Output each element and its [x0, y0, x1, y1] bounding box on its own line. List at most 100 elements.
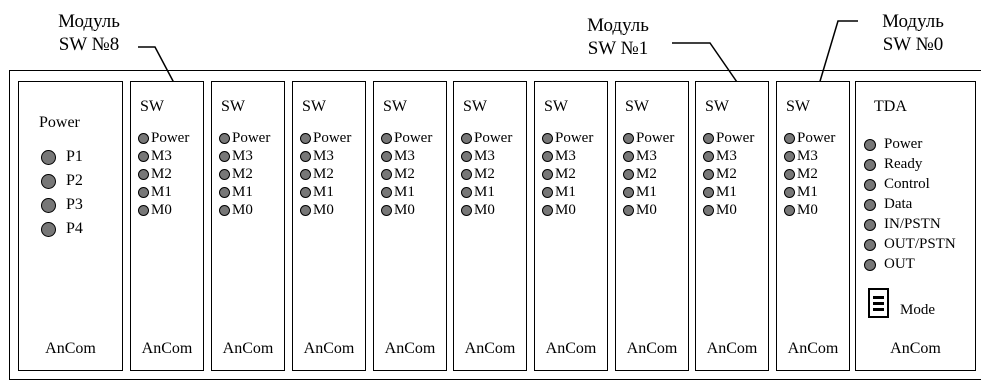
led-icon — [300, 133, 311, 144]
sw-module-brand: AnCom — [141, 340, 193, 357]
led-icon — [623, 133, 634, 144]
led-icon — [864, 238, 876, 251]
led-icon — [864, 158, 876, 171]
mode-switch-stripe-icon — [873, 308, 884, 311]
led-icon — [864, 178, 876, 191]
led-icon — [784, 169, 795, 180]
tda-indicator-in-pstn: IN/PSTN — [864, 216, 941, 233]
sw-module-brand: AnCom — [545, 340, 597, 357]
led-icon — [219, 187, 230, 198]
indicator-label: M0 — [636, 202, 657, 218]
indicator-label: M0 — [394, 202, 415, 218]
indicator-label: M2 — [716, 166, 737, 182]
led-icon — [219, 205, 230, 216]
indicator-label: M0 — [555, 202, 576, 218]
tda-indicator-out: OUT — [864, 256, 915, 273]
indicator-label: Power — [716, 130, 755, 146]
led-icon — [461, 133, 472, 144]
indicator-label: M3 — [394, 148, 415, 164]
power-module-brand: AnCom — [45, 340, 96, 357]
sw-indicator-m1: M1 — [461, 184, 495, 201]
led-icon — [864, 138, 876, 151]
sw-module-brand: AnCom — [384, 340, 436, 357]
mode-switch[interactable] — [868, 288, 889, 318]
led-icon — [138, 205, 149, 216]
led-icon — [864, 218, 876, 231]
indicator-label: M3 — [797, 148, 818, 164]
led-icon — [219, 169, 230, 180]
sw-indicator-m3: M3 — [461, 148, 495, 165]
callout-sw8-line2: SW №8 — [58, 34, 120, 55]
sw-indicator-power: Power — [138, 130, 189, 147]
indicator-label: M3 — [716, 148, 737, 164]
indicator-label: M1 — [313, 184, 334, 200]
sw-indicator-m1: M1 — [381, 184, 415, 201]
indicator-label: Power — [232, 130, 271, 146]
sw-indicator-m3: M3 — [300, 148, 334, 165]
callout-sw1-line2: SW №1 — [587, 38, 649, 59]
sw-indicator-m3: M3 — [542, 148, 576, 165]
indicator-label: M1 — [636, 184, 657, 200]
led-icon — [381, 169, 392, 180]
sw-indicator-power: Power — [623, 130, 674, 147]
led-icon — [41, 173, 56, 189]
indicator-label: M0 — [797, 202, 818, 218]
led-icon — [623, 169, 634, 180]
sw-module-title: SW — [302, 98, 326, 115]
led-icon — [300, 151, 311, 162]
callout-sw0-line2: SW №0 — [882, 34, 944, 55]
sw-indicator-power: Power — [381, 130, 432, 147]
indicator-label: OUT/PSTN — [884, 236, 956, 252]
indicator-label: M3 — [151, 148, 172, 164]
led-icon — [623, 205, 634, 216]
sw-module-brand: AnCom — [706, 340, 758, 357]
mode-switch-stripe-icon — [873, 296, 884, 299]
indicator-label: Power — [313, 130, 352, 146]
led-icon — [542, 187, 553, 198]
sw-indicator-m0: M0 — [784, 202, 818, 219]
indicator-label: M3 — [313, 148, 334, 164]
sw-indicator-m2: M2 — [623, 166, 657, 183]
led-icon — [784, 187, 795, 198]
sw-indicator-m3: M3 — [784, 148, 818, 165]
sw-indicator-power: Power — [703, 130, 754, 147]
sw-indicator-m0: M0 — [219, 202, 253, 219]
indicator-label: Power — [555, 130, 594, 146]
indicator-label: M2 — [313, 166, 334, 182]
led-icon — [623, 187, 634, 198]
callout-sw1-line1: Модуль — [587, 15, 649, 36]
indicator-label: M1 — [474, 184, 495, 200]
power-indicator-p1: P1 — [41, 148, 83, 166]
led-icon — [461, 169, 472, 180]
indicator-label: M0 — [232, 202, 253, 218]
indicator-label: OUT — [884, 256, 915, 272]
tda-module-title: TDA — [874, 98, 907, 115]
indicator-label: Control — [884, 176, 930, 192]
callout-sw0-line1: Модуль — [882, 11, 944, 32]
led-icon — [784, 151, 795, 162]
indicator-label: M1 — [555, 184, 576, 200]
indicator-label: M1 — [232, 184, 253, 200]
sw-indicator-m3: M3 — [138, 148, 172, 165]
indicator-label: M1 — [151, 184, 172, 200]
indicator-label: M2 — [555, 166, 576, 182]
led-icon — [41, 197, 56, 213]
indicator-label: M2 — [232, 166, 253, 182]
led-icon — [381, 133, 392, 144]
sw-indicator-m2: M2 — [381, 166, 415, 183]
sw-indicator-m2: M2 — [703, 166, 737, 183]
indicator-label: M0 — [313, 202, 334, 218]
led-icon — [542, 151, 553, 162]
led-icon — [138, 151, 149, 162]
indicator-label: M3 — [232, 148, 253, 164]
power-indicator-p2: P2 — [41, 172, 83, 190]
led-icon — [138, 133, 149, 144]
indicator-label: P1 — [66, 148, 83, 165]
tda-indicator-power: Power — [864, 136, 922, 153]
